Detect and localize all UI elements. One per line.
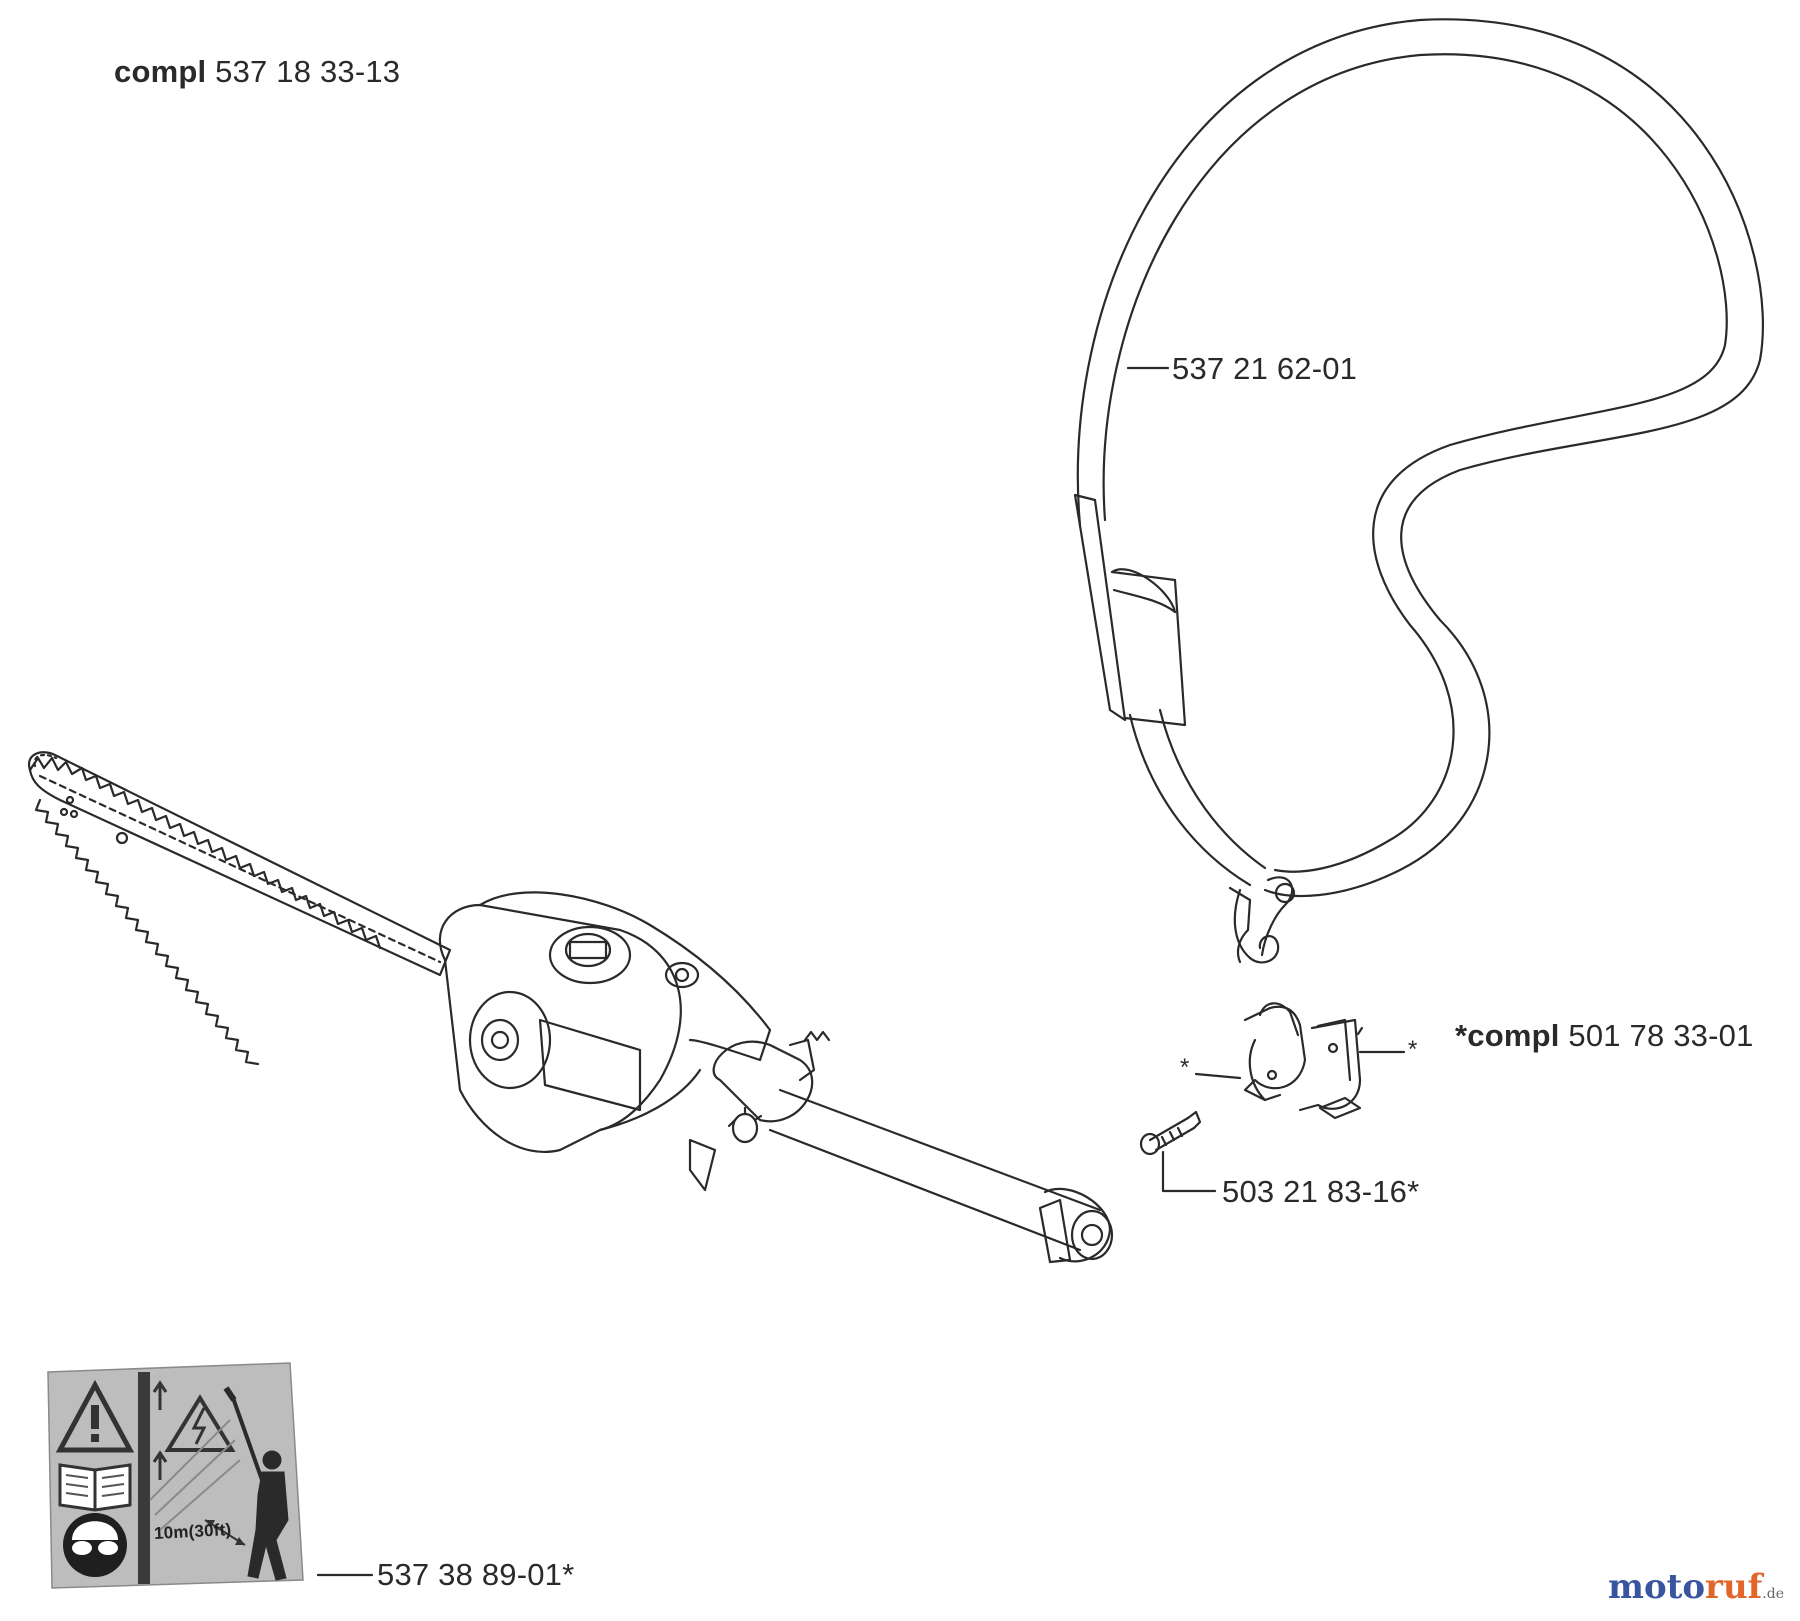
shoulder-strap — [1073, 18, 1764, 964]
decal-distance-text: 10m(30ft) — [153, 1519, 232, 1544]
warning-triangle-icon — [55, 1379, 135, 1453]
watermark-suffix: .de — [1762, 1586, 1784, 1602]
assembly-part-label: compl 537 18 33-13 — [114, 54, 400, 90]
screw — [1139, 1110, 1217, 1193]
operator-figure-icon — [223, 1386, 289, 1581]
screw-part-label: 503 21 83-16* — [1222, 1174, 1420, 1209]
decal-part-label: 537 38 89-01* — [377, 1557, 575, 1592]
clamp — [1194, 1002, 1406, 1120]
pole-saw-head — [27, 751, 1114, 1264]
assembly-prefix: compl — [114, 54, 207, 89]
clamp-marker-left: * — [1180, 1054, 1190, 1081]
clamp-prefix: *compl — [1455, 1018, 1560, 1053]
assembly-number: 537 18 33-13 — [215, 54, 401, 89]
clamp-marker-right: * — [1408, 1036, 1418, 1063]
strap-part-label: 537 21 62-01 — [1172, 351, 1358, 386]
warning-decal — [47, 1362, 304, 1589]
clamp-number: 501 78 33-01 — [1568, 1018, 1754, 1053]
watermark-logo: motoruf.de — [1607, 1567, 1784, 1607]
clamp-part-label: *compl 501 78 33-01 — [1455, 1018, 1754, 1054]
